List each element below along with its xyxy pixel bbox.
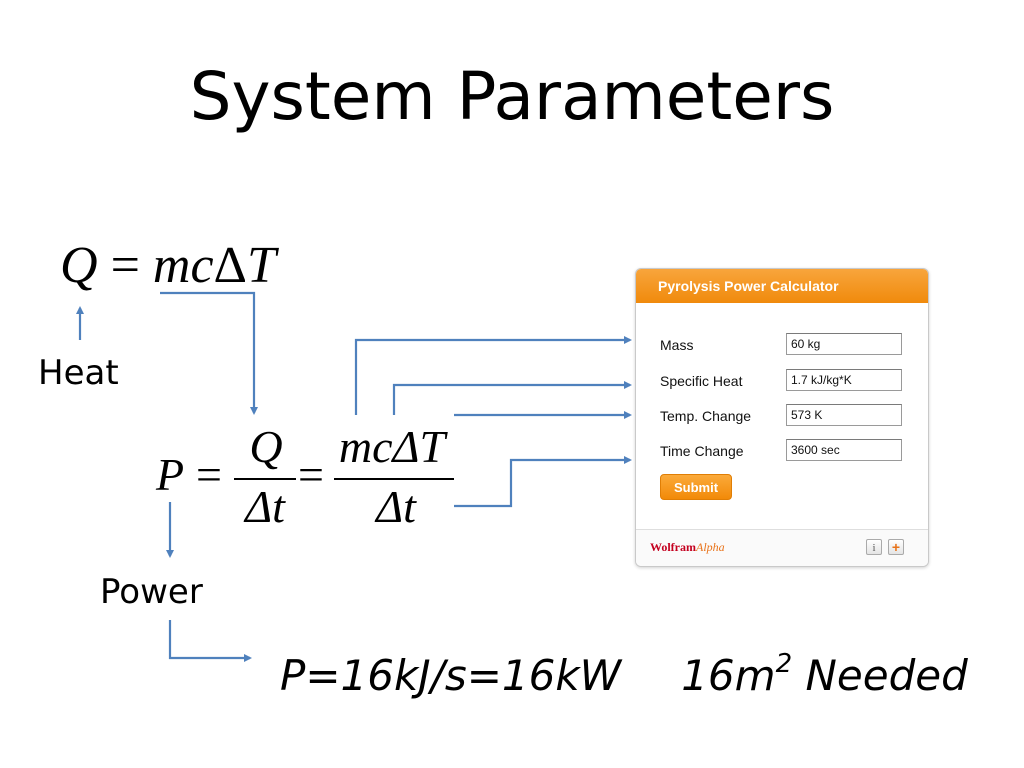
frac2-denominator: Δt	[376, 481, 416, 532]
area-result-suffix: Needed	[805, 651, 968, 700]
widget-footer: WolframAlpha i +	[636, 529, 928, 566]
power-label: Power	[100, 572, 203, 612]
mass-arrow	[354, 336, 632, 415]
widget-title: Pyrolysis Power Calculator	[636, 269, 928, 303]
add-icon[interactable]: +	[888, 539, 904, 555]
heat-eq-t: T	[246, 237, 276, 294]
heat-equation: Q = mcΔT	[60, 236, 276, 296]
pyrolysis-calculator-widget: Pyrolysis Power Calculator Mass 60 kg Sp…	[635, 268, 929, 567]
heat-label: Heat	[38, 353, 119, 393]
temp-change-input[interactable]: 573 K	[786, 404, 902, 426]
mass-row: Mass 60 kg	[660, 333, 910, 357]
time-change-input[interactable]: 3600 sec	[786, 439, 902, 461]
power-result-arrow	[168, 620, 252, 662]
power-eq-equals-2: =	[298, 449, 324, 500]
power-eq-equals-1: =	[196, 449, 222, 500]
mc-to-power-arrow	[160, 291, 258, 415]
temp-change-row: Temp. Change 573 K	[660, 404, 910, 428]
power-result: P=16kJ/s=16kW	[280, 651, 622, 700]
frac1-denominator: Δt	[245, 481, 285, 532]
area-result-exponent: 2	[775, 649, 793, 679]
logo-part-1: Wolfram	[650, 540, 696, 554]
time-change-arrow	[454, 456, 632, 508]
submit-button[interactable]: Submit	[660, 474, 732, 500]
heat-eq-equals: =	[110, 237, 140, 294]
mass-label: Mass	[660, 337, 694, 353]
mass-input[interactable]: 60 kg	[786, 333, 902, 355]
heat-eq-delta: Δ	[213, 237, 247, 294]
heat-eq-q: Q	[60, 237, 98, 294]
specific-heat-arrow	[392, 381, 632, 415]
specific-heat-input[interactable]: 1.7 kJ/kg*K	[786, 369, 902, 391]
time-change-label: Time Change	[660, 443, 744, 459]
frac2-bar	[334, 478, 454, 480]
frac2-numerator: mcΔT	[338, 421, 446, 472]
wolframalpha-logo[interactable]: WolframAlpha	[650, 540, 725, 555]
specific-heat-label: Specific Heat	[660, 373, 743, 389]
info-icon[interactable]: i	[866, 539, 882, 555]
slide-title: System Parameters	[189, 58, 835, 135]
frac1-numerator: Q	[249, 421, 283, 472]
frac1-bar	[234, 478, 296, 480]
logo-part-2: Alpha	[696, 540, 725, 554]
specific-heat-row: Specific Heat 1.7 kJ/kg*K	[660, 369, 910, 393]
heat-eq-mc: mc	[152, 237, 214, 294]
area-result-prefix: 16m	[681, 651, 776, 700]
time-change-row: Time Change 3600 sec	[660, 439, 910, 463]
power-eq-p: P	[156, 449, 185, 500]
result-line: P=16kJ/s=16kW 16m2 Needed	[280, 636, 968, 704]
temp-change-label: Temp. Change	[660, 408, 752, 424]
